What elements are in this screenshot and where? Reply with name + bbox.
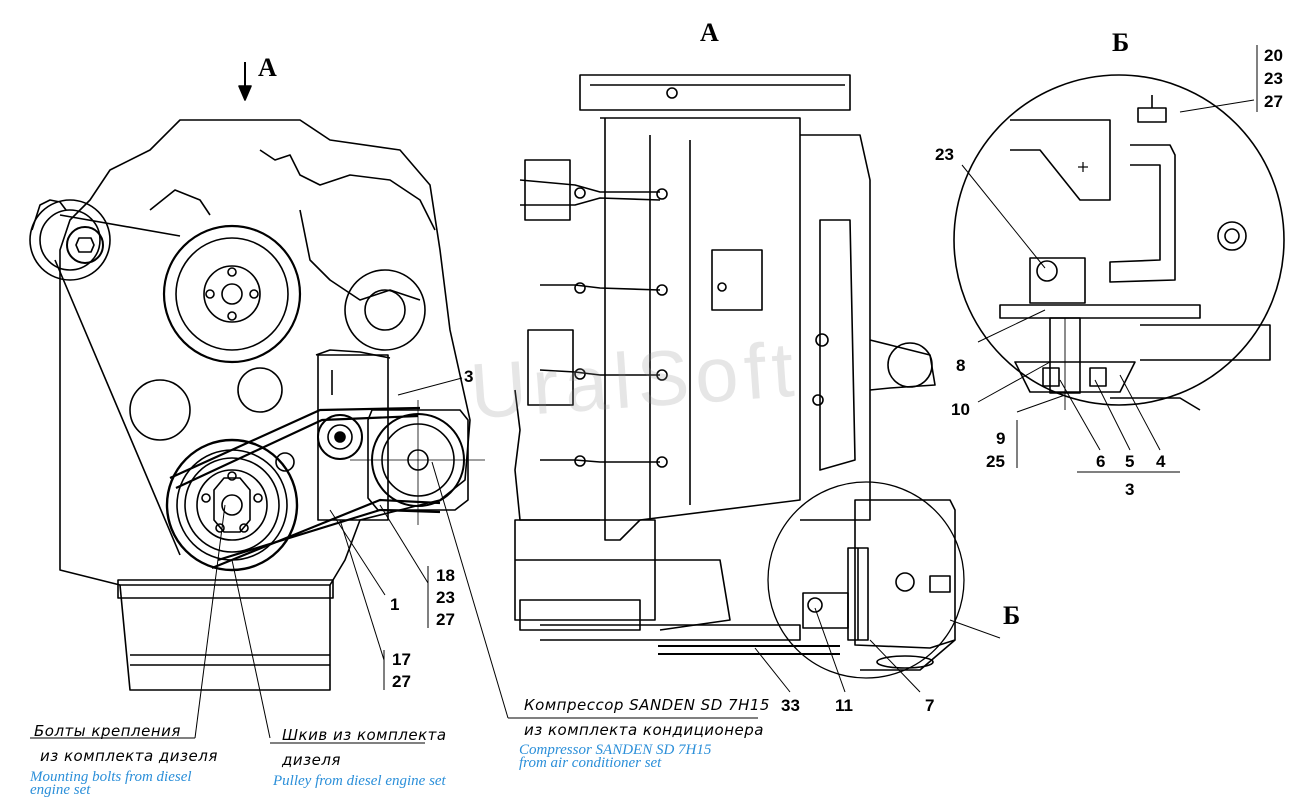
callout-10: 10 xyxy=(951,400,970,419)
note-compressor-ru-2: из комплекта кондиционера xyxy=(524,721,764,739)
note-compressor-en-1: Compressor SANDEN SD 7H15 xyxy=(519,742,712,758)
note-pulley-en: Pulley from diesel engine set xyxy=(273,773,446,789)
callout-5: 5 xyxy=(1125,452,1135,471)
note-compressor-ru-1: Компрессор SANDEN SD 7H15 xyxy=(524,696,770,714)
view-b-label-center: Б xyxy=(1003,601,1021,630)
callout-23-top: 23 xyxy=(1264,69,1283,88)
callout-7: 7 xyxy=(925,696,935,715)
note-bolts-ru-1: Болты крепления xyxy=(34,722,181,740)
drive-belt xyxy=(169,406,441,570)
callout-25: 25 xyxy=(986,452,1005,471)
callout-3-left: 3 xyxy=(464,367,474,386)
note-compressor-en-2: from air conditioner set xyxy=(519,755,662,771)
side-bracket xyxy=(802,547,869,641)
callout-1: 1 xyxy=(390,595,400,614)
callout-23-left: 23 xyxy=(436,588,455,607)
note-bolts-en-1: Mounting bolts from diesel xyxy=(30,769,192,785)
callout-17: 17 xyxy=(392,650,411,669)
compressor-side xyxy=(854,499,956,671)
callout-27-top: 27 xyxy=(1264,92,1283,111)
callout-8: 8 xyxy=(956,356,966,375)
front-view-engine xyxy=(29,62,509,739)
callout-11: 11 xyxy=(835,696,853,715)
view-b-label-detail: Б xyxy=(1112,28,1130,57)
callout-27-left: 27 xyxy=(436,610,455,629)
upper-pulley xyxy=(162,224,302,364)
detail-b xyxy=(953,45,1285,473)
callout-27-bottom: 27 xyxy=(392,672,411,691)
callout-18: 18 xyxy=(436,566,455,585)
callout-6: 6 xyxy=(1096,452,1106,471)
compressor-front xyxy=(350,400,485,525)
note-bolts-ru-2: из комплекта дизеля xyxy=(40,747,218,765)
callout-3-detail: 3 xyxy=(1125,480,1135,499)
callout-20: 20 xyxy=(1264,46,1283,65)
callout-4: 4 xyxy=(1156,452,1166,471)
callout-23-detail: 23 xyxy=(935,145,954,164)
note-bolts-en-2: engine set xyxy=(30,782,91,798)
side-view-engine xyxy=(514,74,1001,693)
compressor-bracket xyxy=(275,349,391,521)
note-pulley-ru-2: дизеля xyxy=(282,751,341,769)
alternator xyxy=(29,199,111,281)
callout-9: 9 xyxy=(996,429,1006,448)
view-a-label-center: А xyxy=(700,18,719,47)
callout-33: 33 xyxy=(781,696,800,715)
note-pulley-ru-1: Шкив из комплекта xyxy=(282,726,447,744)
crank-pulley xyxy=(165,438,299,572)
view-a-label-left: А xyxy=(258,53,277,82)
